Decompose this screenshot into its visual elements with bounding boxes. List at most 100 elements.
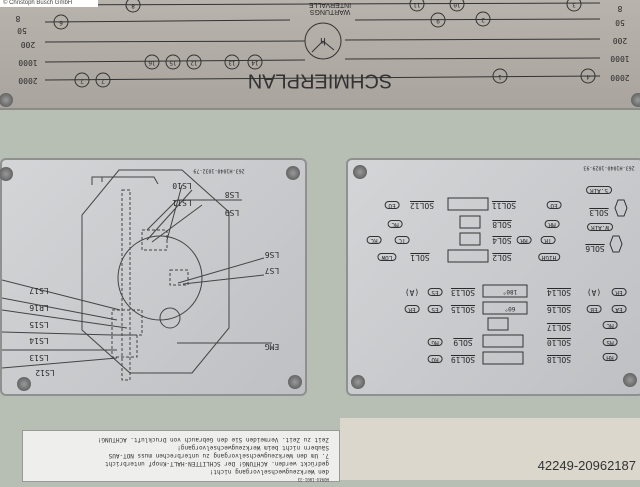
warning-label: H0944-1001-33 den Werkzeugwechselvorgang… — [22, 430, 340, 482]
solenoid-label: SOL14 — [546, 288, 572, 297]
solenoid-label: SOL18 — [546, 355, 572, 364]
point-number: 15 — [169, 59, 177, 66]
screw-icon — [286, 166, 300, 180]
solenoid-label: SOL11 — [491, 201, 517, 210]
switch-label: LS12 — [35, 368, 55, 377]
switch-label: LS6 — [264, 250, 280, 259]
point-number: 2 — [481, 16, 485, 23]
solenoid-label: EO — [546, 201, 562, 209]
solenoid-label: SOL9 — [453, 338, 473, 347]
switch-diagram — [2, 169, 272, 381]
solenoid-label: ER — [404, 305, 420, 313]
solenoid-label: W.AIR — [586, 223, 614, 231]
solenoid-label: S.AIR — [585, 186, 613, 194]
solenoid-label: EB — [586, 305, 602, 313]
interval-label: 50 — [17, 26, 27, 35]
switch-label: LS15 — [29, 320, 49, 329]
point-number: 3 — [572, 1, 576, 8]
interval-label: 1000 — [610, 54, 630, 63]
interval-label: 2000 — [610, 73, 630, 82]
solenoid-label: HIGH — [537, 253, 561, 261]
solenoid-label: SOL12 — [409, 201, 435, 210]
switch-label: LS8 — [224, 190, 240, 199]
solenoid-label: SOL4 — [492, 236, 512, 245]
solenoid-label: TC — [394, 236, 410, 244]
solenoid-label: SOL16 — [546, 305, 572, 314]
copyright-notice: © Christoph Busch GmbH — [0, 0, 98, 7]
lubrication-plan-plate: 2000 1000 200 50 8 2000 1000 200 50 8 7 … — [0, 0, 640, 110]
solenoid-label: SOL13 — [450, 288, 476, 297]
switch-label: LS9 — [224, 208, 240, 217]
plate-code: 263-H1040-1032-79 — [193, 167, 245, 174]
screw-icon — [351, 375, 365, 389]
solenoid-label: RH — [602, 353, 618, 361]
valve-angle: 180° — [502, 288, 518, 295]
limit-switch-plate: 263-H1040-1032-79 LS10 LS11 LS8 LS9 LS6 … — [0, 158, 307, 396]
clock-label: h — [319, 35, 327, 46]
plate-title: SCHMIERPLAN — [247, 69, 393, 92]
paper-sheet — [340, 418, 640, 480]
solenoid-plate: 263-H1040-1029-93 S.AIR SOL12 EO SOL11 E… — [346, 158, 640, 396]
point-number: 16 — [148, 59, 156, 66]
solenoid-label: SOL1 — [410, 253, 430, 262]
solenoid-label: SOL3 — [589, 208, 609, 217]
warning-line: Säubern nicht beim Werkzeugwechselvorgan… — [177, 444, 329, 451]
screw-icon — [17, 377, 31, 391]
lubrication-lines — [39, 0, 601, 88]
interval-label: 200 — [612, 36, 628, 45]
switch-label: LR16 — [29, 303, 49, 312]
listing-id: 42249-20962187 — [537, 458, 636, 473]
solenoid-label: SOL15 — [450, 305, 476, 314]
switch-label: LS13 — [29, 353, 49, 362]
solenoid-label: SOL8 — [492, 220, 512, 229]
solenoid-label: RC — [366, 236, 382, 244]
warning-text: H0944-1001-33 den Werkzeugwechselvorgang… — [23, 431, 339, 487]
screw-icon — [288, 375, 302, 389]
switch-label: EMG — [264, 342, 280, 351]
solenoid-label: MG — [427, 338, 443, 346]
warning-line: 7. Um den Werkzeugwechselvorgang zu unte… — [108, 452, 329, 459]
interval-label: 1000 — [18, 58, 38, 67]
label-code: H0944-1001-33 — [297, 477, 329, 482]
solenoid-label: TR — [540, 236, 556, 244]
interval-label: 50 — [615, 18, 625, 27]
point-number: 7 — [101, 77, 105, 84]
point-number: 7 — [80, 77, 84, 84]
switch-label: LS7 — [264, 266, 280, 275]
point-number: 9 — [436, 17, 440, 24]
solenoid-label: (A) — [404, 288, 420, 297]
solenoid-label: ES — [427, 288, 443, 296]
point-number: 14 — [251, 59, 259, 66]
point-number: 6 — [59, 19, 63, 26]
solenoid-label: MR — [544, 220, 560, 228]
interval-label: 200 — [20, 40, 36, 49]
switch-label: LS17 — [29, 286, 49, 295]
point-number: 4 — [586, 73, 590, 80]
switch-label: LS10 — [172, 181, 192, 190]
solenoid-label: SOL19 — [450, 355, 476, 364]
warning-line: gedrückt werden. ACHTUNG! Der SCHLITTEN-… — [105, 460, 329, 467]
plate-subtitle: WARTUNGS INTERVALLE — [308, 1, 352, 15]
point-number: 13 — [228, 59, 236, 66]
solenoid-label: SOL10 — [546, 338, 572, 347]
switch-label: LS11 — [172, 198, 192, 207]
solenoid-label: MS — [602, 338, 618, 346]
interval-label: 8 — [15, 14, 21, 23]
screw-icon — [0, 93, 13, 107]
valve-angle: 60° — [504, 305, 516, 312]
screw-icon — [0, 167, 13, 181]
interval-label: 2000 — [18, 76, 38, 85]
point-number: 11 — [413, 1, 421, 8]
solenoid-label: SOL6 — [585, 244, 605, 253]
solenoid-label: RO — [427, 355, 443, 363]
interval-label: 8 — [617, 4, 623, 13]
solenoid-label: ER — [611, 288, 627, 296]
solenoid-label: SOL17 — [546, 323, 572, 332]
point-number: 8 — [131, 2, 135, 9]
solenoid-label: SOL2 — [492, 253, 512, 262]
solenoid-label: RR — [516, 236, 532, 244]
plate-code: 263-H1040-1029-93 — [583, 164, 635, 171]
solenoid-label: MC — [387, 220, 403, 228]
solenoid-label: EO — [384, 201, 400, 209]
solenoid-label: EA — [611, 305, 627, 313]
